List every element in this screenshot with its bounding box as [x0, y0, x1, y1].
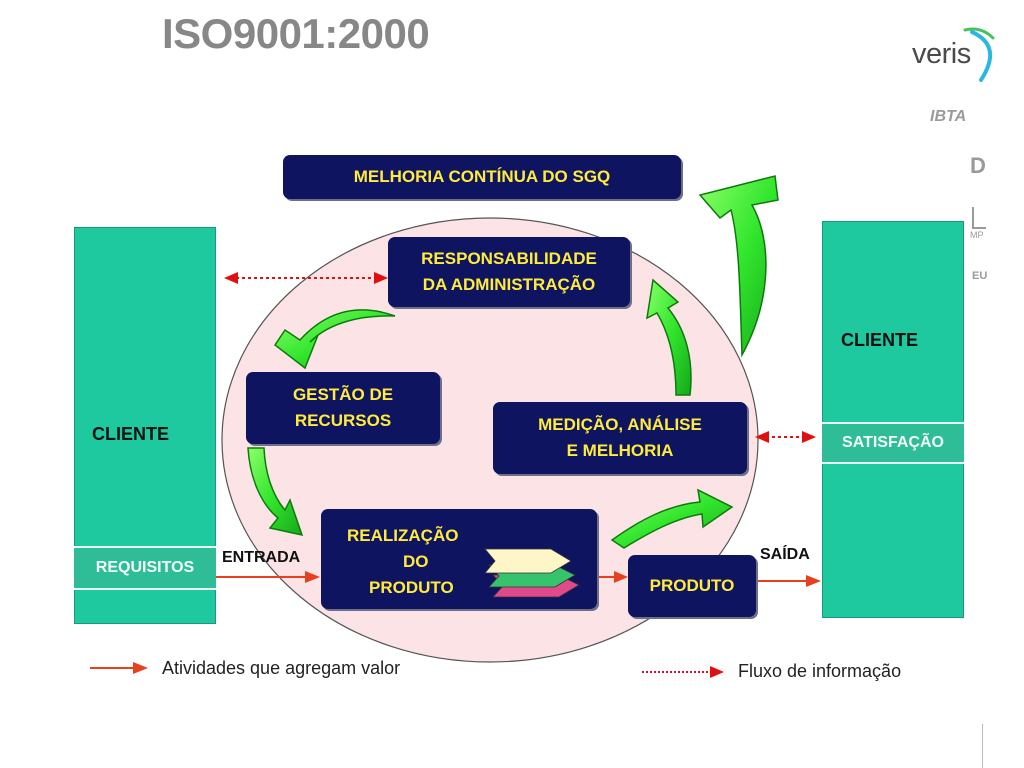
melhoria-continua-box: MELHORIA CONTÍNUA DO SGQ: [283, 155, 681, 199]
info-arrow-left: [224, 272, 388, 284]
curved-arrow-responsabilidade-gestao: [273, 309, 396, 370]
legend-dotted-label: Fluxo de informação: [738, 661, 902, 681]
saida-label: SAÍDA: [760, 546, 810, 563]
realizacao-line-2: DO: [403, 552, 429, 571]
right-client-column: [822, 221, 964, 618]
medicao-line-1: MEDIÇÃO, ANÁLISE: [538, 415, 702, 434]
curved-arrow-realizacao-medicao: [610, 488, 734, 549]
responsabilidade-line-2: DA ADMINISTRAÇÃO: [422, 275, 596, 294]
brand-text: veris: [912, 38, 971, 70]
legend-dotted-arrow: [642, 666, 724, 678]
saida-arrow: [757, 575, 821, 587]
footer-divider: [982, 724, 983, 768]
realizacao-box: REALIZAÇÃO DO PRODUTO: [321, 509, 597, 609]
realizacao-produto-arrow: [598, 571, 628, 583]
entrada-arrow: [215, 571, 320, 583]
requisitos-band: REQUISITOS: [74, 546, 216, 590]
curved-arrow-medicao-responsabilidade: [646, 278, 692, 396]
left-client-label: CLIENTE: [92, 424, 170, 444]
ibta-logo: IBTA: [930, 108, 967, 125]
d-logo: D: [970, 153, 986, 178]
product-stack-icon: [484, 548, 580, 598]
responsabilidade-box: RESPONSABILIDADE DA ADMINISTRAÇÃO: [388, 237, 630, 307]
produto-box: PRODUTO: [628, 555, 756, 617]
realizacao-line-1: REALIZAÇÃO: [347, 526, 459, 545]
curved-arrow-gestao-realizacao: [247, 447, 304, 537]
legend-solid-arrow: [90, 662, 148, 674]
entrada-label: ENTRADA: [222, 549, 301, 566]
satisfacao-band: SATISFAÇÃO: [822, 422, 964, 464]
brand-swoosh-icon: [963, 27, 995, 82]
legend-solid-label: Atividades que agregam valor: [162, 658, 401, 678]
gestao-line-1: GESTÃO DE: [292, 385, 394, 404]
medicao-line-2: E MELHORIA: [566, 441, 674, 460]
gestao-box: GESTÃO DE RECURSOS: [246, 372, 440, 444]
responsabilidade-line-1: RESPONSABILIDADE: [421, 249, 597, 268]
medicao-box: MEDIÇÃO, ANÁLISE E MELHORIA: [493, 402, 747, 474]
realizacao-line-3: PRODUTO: [369, 578, 454, 597]
gestao-line-2: RECURSOS: [294, 411, 392, 430]
mp-logo: MP: [970, 205, 992, 241]
page-title: ISO9001:2000: [162, 10, 430, 57]
big-green-arrow: [698, 175, 779, 358]
right-client-label: CLIENTE: [841, 330, 919, 350]
veris-logo: veris: [905, 24, 1005, 84]
info-arrow-right: [755, 431, 816, 443]
eu-logo: EU: [972, 270, 988, 282]
